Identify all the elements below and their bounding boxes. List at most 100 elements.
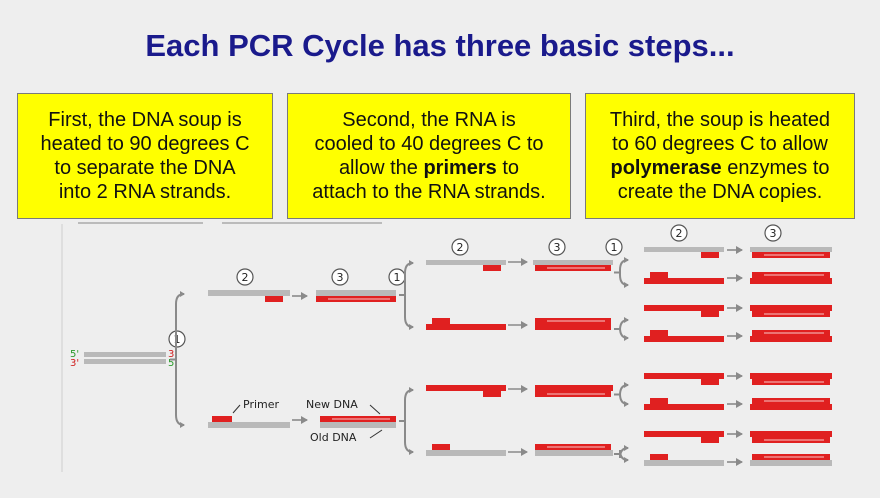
step-3-box: Third, the soup is heated to 60 degrees … — [585, 93, 855, 219]
step-circle — [331, 268, 349, 286]
arrow-head — [624, 317, 629, 323]
new-strand — [535, 324, 611, 330]
old-strand — [320, 422, 396, 428]
step-3-line-2: to 60 degrees C to allow — [612, 133, 828, 155]
arrow-head — [624, 335, 629, 341]
old-strand-remnant — [78, 222, 203, 224]
primer — [701, 311, 719, 317]
old-strand — [208, 422, 290, 428]
bold-term: polymerase — [610, 157, 722, 179]
step-number: 2 — [676, 227, 683, 240]
new-strand — [535, 385, 613, 391]
old-strand — [84, 359, 166, 364]
pointer-line — [369, 404, 381, 415]
arrow-head — [409, 449, 414, 455]
new-strand — [644, 305, 724, 311]
arrow-head — [409, 324, 414, 330]
old-strand — [208, 290, 290, 296]
five-prime-label: 5' — [70, 349, 79, 360]
primer — [701, 252, 719, 258]
arrow-head — [624, 401, 629, 407]
branch-bracket — [170, 293, 185, 426]
new-strand — [644, 278, 724, 284]
old-strand — [426, 450, 506, 456]
new-strand — [644, 404, 724, 410]
step-number: 1 — [394, 271, 401, 284]
new-strand — [750, 336, 832, 342]
old-strand-remnant — [222, 222, 382, 224]
arrow-head — [624, 282, 629, 288]
arrow-head — [624, 445, 629, 451]
arrow-head — [409, 260, 414, 266]
primer — [650, 330, 668, 336]
step-number: 3 — [554, 241, 561, 254]
step-2-line-3: allow the primers to — [338, 157, 520, 179]
step-circle — [451, 238, 469, 256]
branch-bracket — [614, 259, 629, 286]
primer — [483, 265, 501, 271]
old-strand — [750, 247, 832, 252]
step-number: 3 — [337, 271, 344, 284]
new-strand — [750, 373, 832, 379]
primer — [650, 398, 668, 404]
step-2-line-1: Second, the RNA is — [342, 109, 516, 131]
new-dna-label: New DNA — [306, 398, 358, 411]
step-1-line-4: into 2 RNA strands. — [58, 181, 232, 203]
primer — [432, 318, 450, 324]
bold-term: primers — [423, 157, 497, 179]
step-2-box: Second, the RNA is cooled to 40 degrees … — [287, 93, 571, 219]
new-strand — [750, 431, 832, 437]
new-strand — [644, 431, 724, 437]
page-title: Each PCR Cycle has three basic steps... — [145, 28, 735, 63]
primer — [265, 296, 283, 302]
step-3-line-4: create the DNA copies. — [617, 181, 823, 203]
old-strand — [644, 247, 724, 252]
step-circle — [548, 238, 566, 256]
branch-bracket — [614, 384, 629, 405]
step-circle — [670, 224, 688, 242]
arrow-head — [624, 382, 629, 388]
old-strand — [533, 260, 613, 265]
branch-bracket — [399, 389, 414, 453]
old-strand — [535, 450, 613, 456]
step-3-line-1: Third, the soup is heated — [609, 109, 831, 131]
step-1-box: First, the DNA soup is heated to 90 degr… — [17, 93, 273, 219]
primer — [701, 437, 719, 443]
step-1-line-2: heated to 90 degrees C — [40, 133, 250, 155]
old-strand — [84, 352, 166, 357]
old-strand — [426, 260, 506, 265]
step-1-line-3: to separate the DNA — [54, 157, 236, 179]
primer-label: Primer — [243, 398, 280, 411]
new-strand — [426, 385, 506, 391]
old-dna-label: Old DNA — [310, 431, 357, 444]
three-prime-label: 3' — [70, 358, 79, 369]
primer — [650, 454, 668, 460]
branch-bracket — [399, 262, 414, 328]
primer — [650, 272, 668, 278]
step-number: 1 — [611, 241, 618, 254]
step-circle — [764, 224, 782, 242]
old-strand — [750, 460, 832, 466]
branch-bracket — [614, 447, 629, 461]
old-strand — [316, 290, 396, 296]
step-number: 3 — [770, 227, 777, 240]
arrow-head — [624, 457, 629, 463]
primer — [432, 444, 450, 450]
five-prime-label: 5' — [168, 358, 177, 369]
arrow-head — [409, 387, 414, 393]
step-1-line-1: First, the DNA soup is — [48, 109, 242, 131]
step-number: 2 — [457, 241, 464, 254]
old-strand — [644, 460, 724, 466]
pointer-line — [369, 429, 383, 439]
step-2-line-2: cooled to 40 degrees C to — [314, 133, 544, 155]
arrow-head — [180, 291, 185, 297]
primer — [483, 391, 501, 397]
branch-bracket — [614, 319, 629, 339]
step-3-line-3: polymerase enzymes to — [610, 157, 830, 179]
pointer-line — [232, 404, 241, 414]
primer — [701, 379, 719, 385]
step-number: 2 — [242, 271, 249, 284]
new-strand — [750, 278, 832, 284]
arrow-head — [180, 422, 185, 428]
